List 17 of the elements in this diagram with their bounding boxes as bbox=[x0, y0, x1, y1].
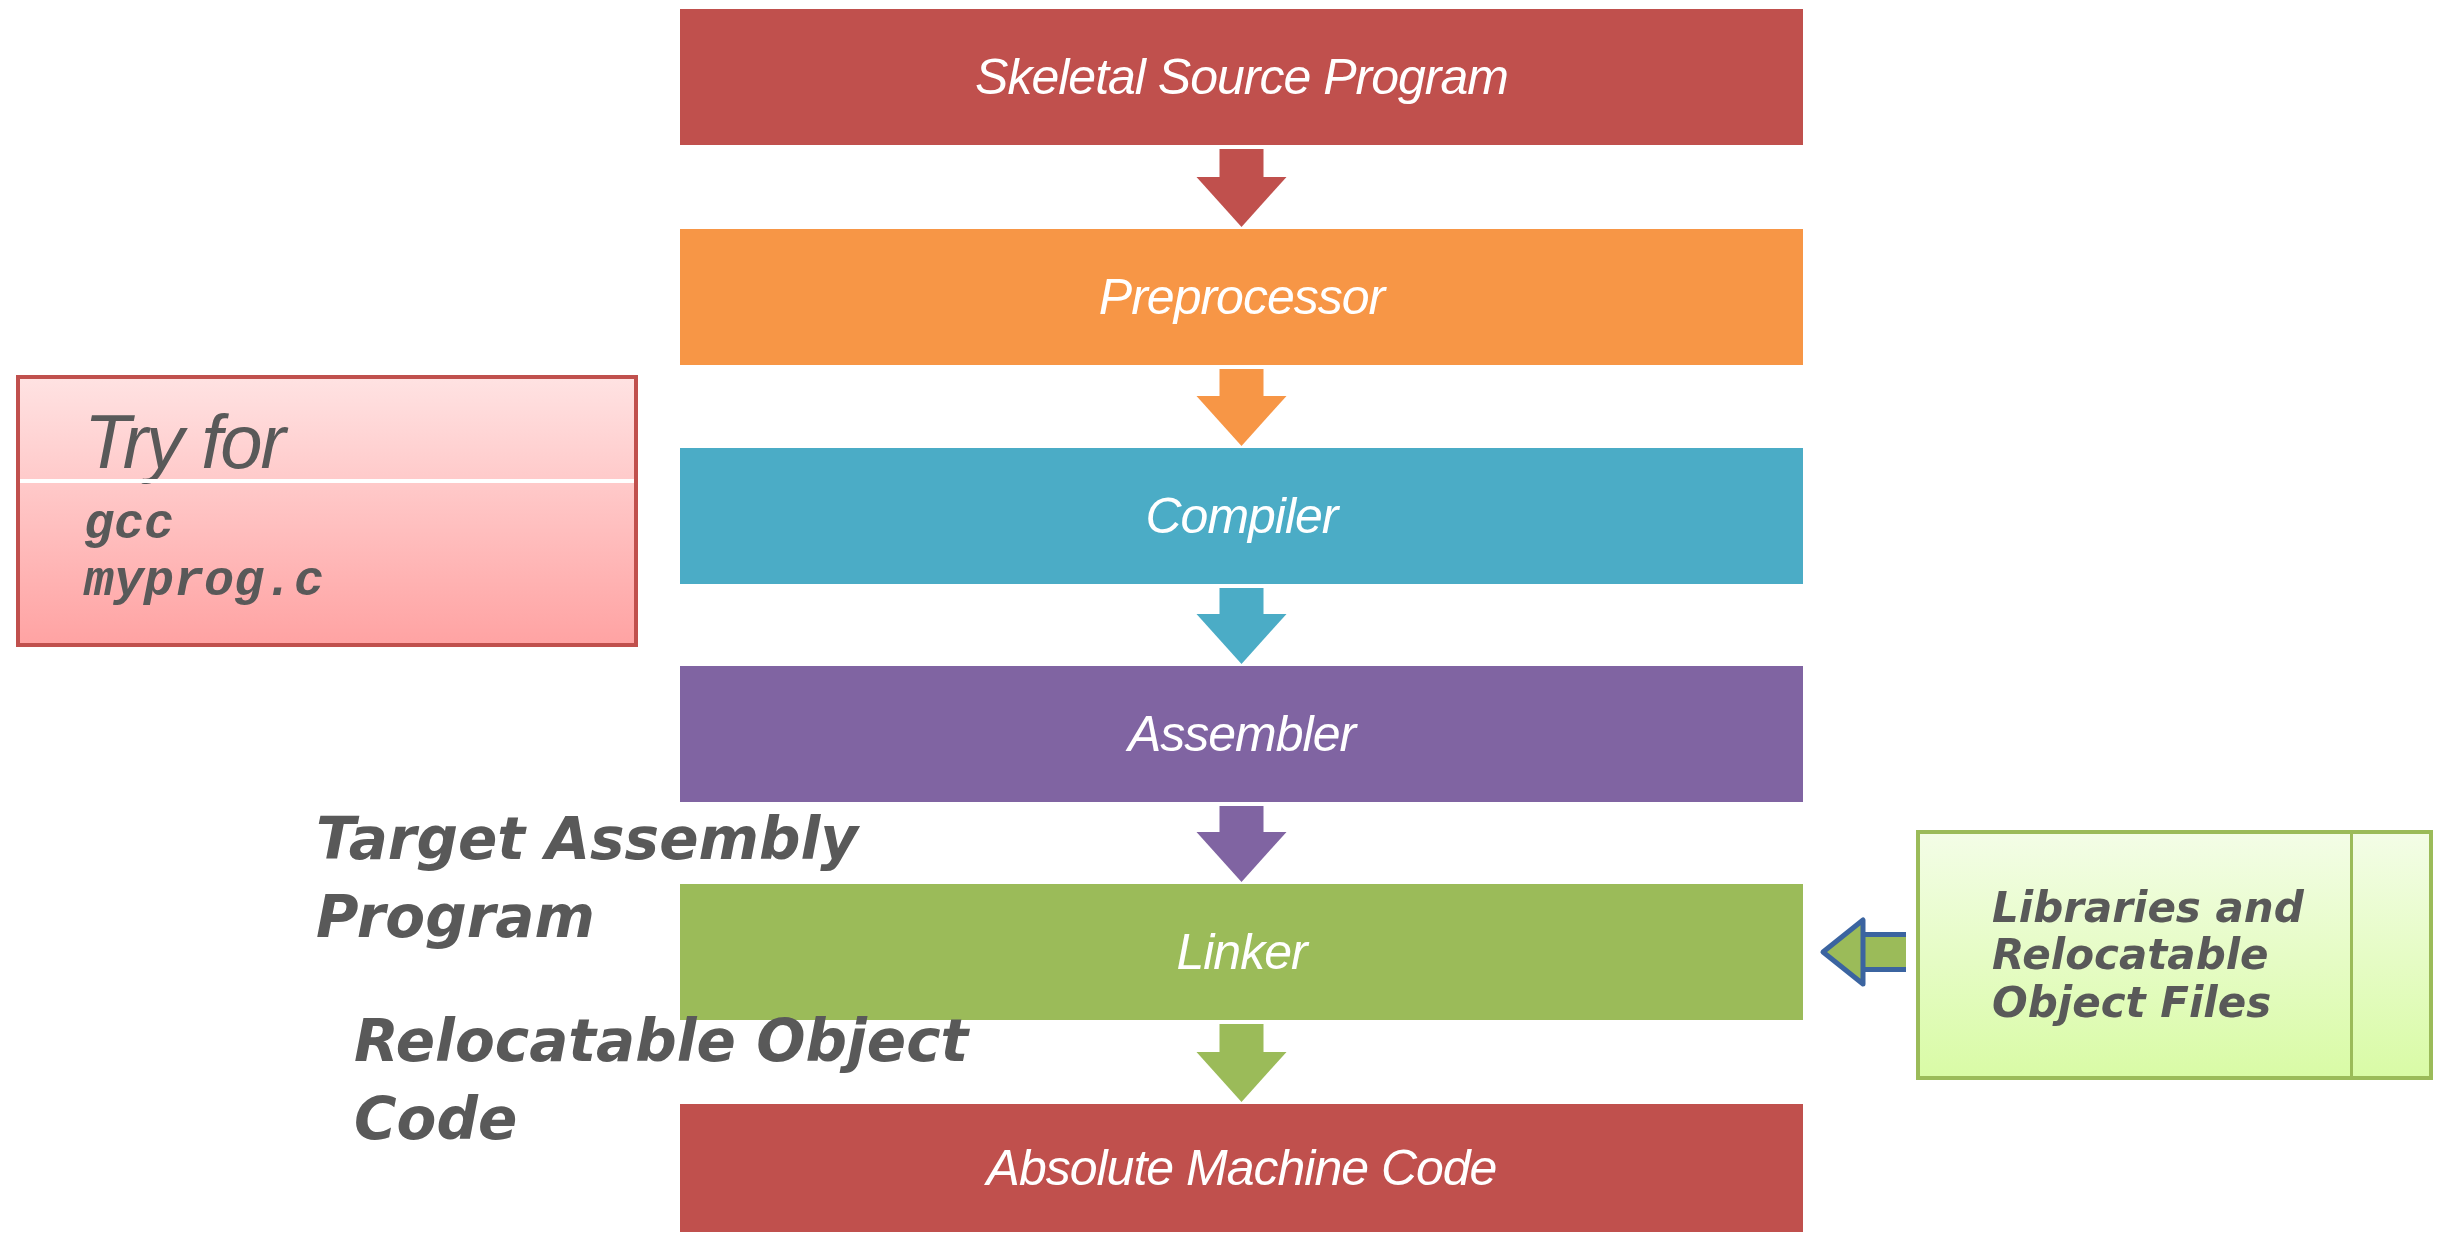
box-title: Preprocessor bbox=[1098, 268, 1385, 326]
box-text: Libraries and Relocatable Object Files bbox=[1992, 884, 2305, 1026]
command-text: gcc myprog.c bbox=[84, 495, 326, 611]
note-heading: Try for bbox=[84, 393, 634, 492]
stage-label: Target Assembly Program bbox=[316, 804, 861, 954]
process-box bbox=[680, 229, 1803, 365]
box-title: Absolute Machine Code bbox=[986, 1139, 1497, 1197]
box-title: Compiler bbox=[1145, 487, 1338, 545]
box-title: Assembler bbox=[1127, 705, 1356, 763]
input-box bbox=[1916, 830, 2433, 1080]
process-box bbox=[680, 448, 1803, 584]
stage-label: Relocatable Object Code bbox=[354, 1006, 971, 1156]
note-box bbox=[16, 375, 638, 647]
process-box bbox=[680, 1104, 1803, 1232]
process-box bbox=[680, 666, 1803, 802]
box-title: Skeletal Source Program bbox=[975, 48, 1508, 106]
process-box bbox=[680, 9, 1803, 145]
